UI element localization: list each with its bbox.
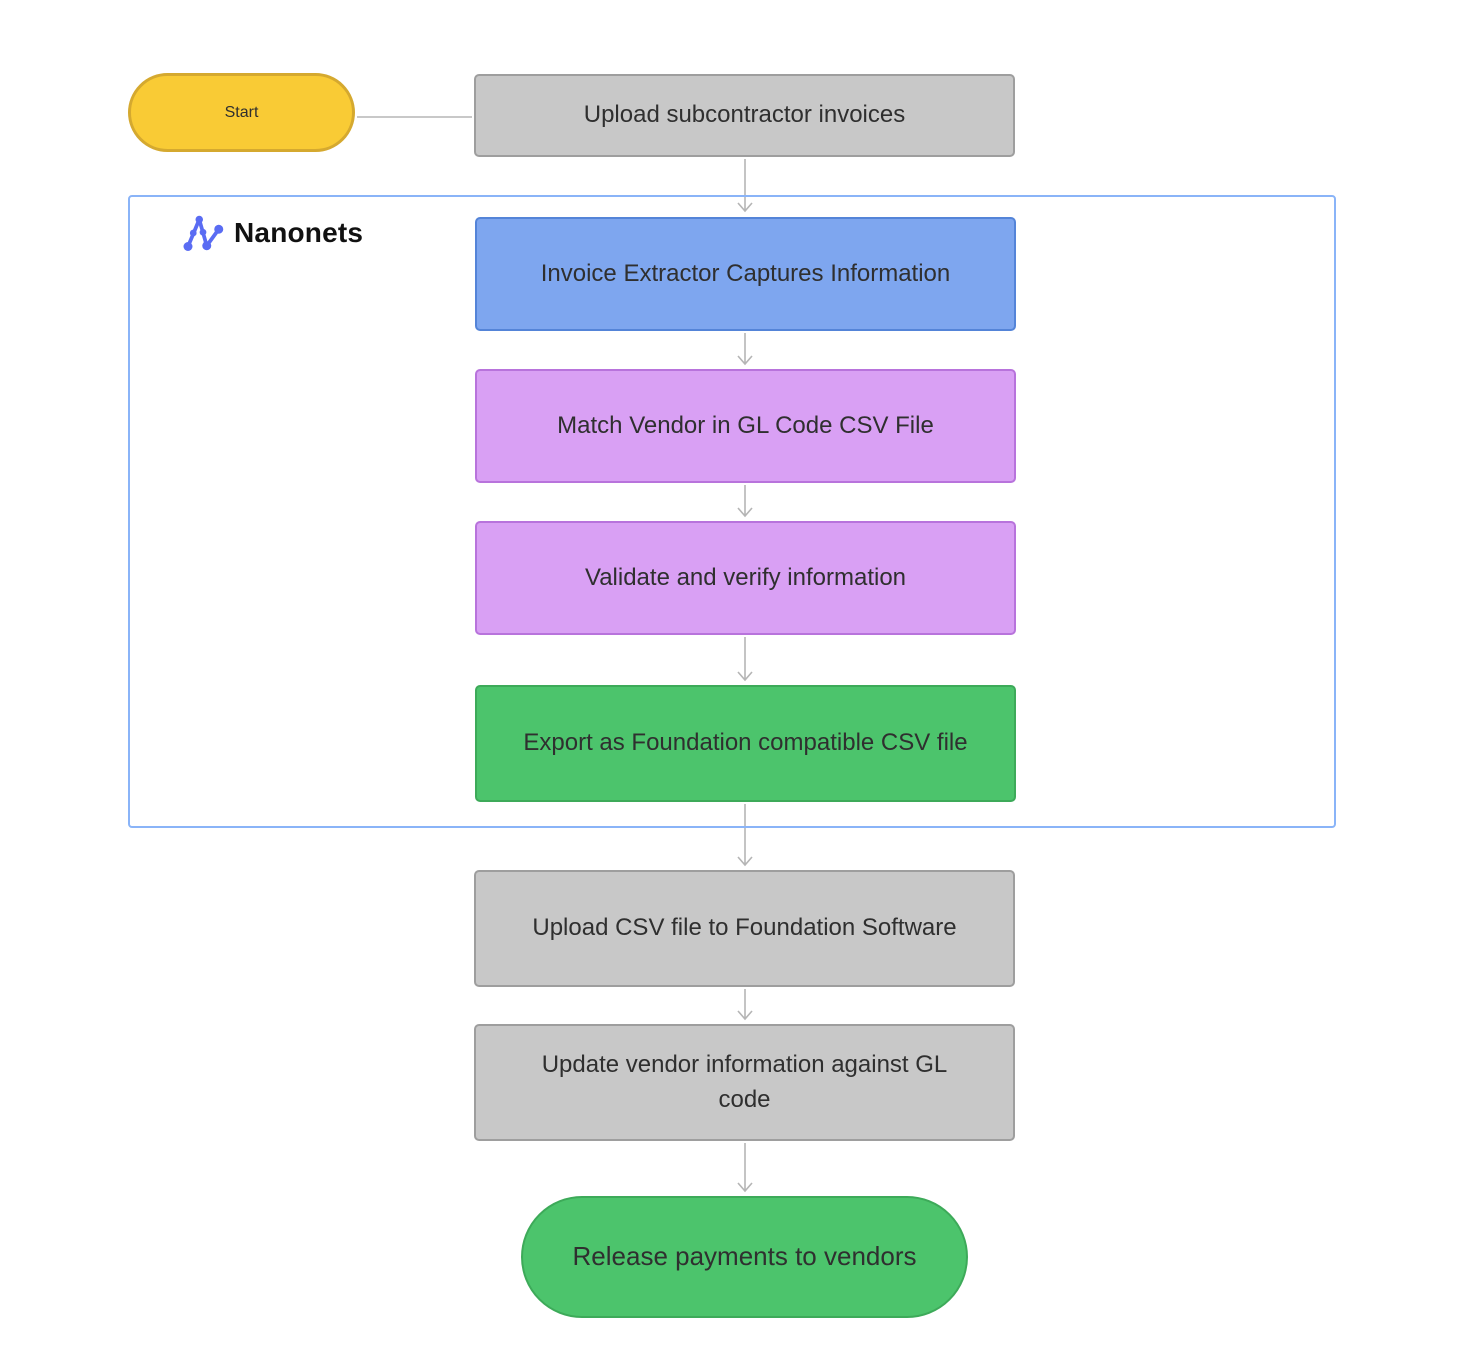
nanonets-brand: Nanonets — [182, 213, 363, 253]
node-upload-csv-label: Upload CSV file to Foundation Software — [532, 914, 957, 942]
node-match-vendor-label: Match Vendor in GL Code CSV File — [557, 411, 934, 439]
flow-node-export-csv: Export as Foundation compatible CSV file — [475, 685, 1016, 802]
brand-name-label: Nanonets — [234, 217, 364, 248]
edge-update-release — [737, 1143, 753, 1193]
node-start-label: Start — [224, 103, 259, 121]
node-update-vendor-label: Update vendor information against GL cod… — [541, 1050, 948, 1113]
node-validate-verify-label: Validate and verify information — [584, 563, 907, 591]
flow-node-invoice-extractor: Invoice Extractor Captures Information — [475, 217, 1016, 331]
node-release-payments-label: Release payments to vendors — [572, 1241, 917, 1272]
edge-uploadcsv-update — [737, 989, 753, 1021]
flow-node-upload-invoices: Upload subcontractor invoices — [474, 74, 1015, 157]
flow-node-validate-verify: Validate and verify information — [475, 521, 1016, 635]
flow-node-upload-csv: Upload CSV file to Foundation Software — [474, 870, 1015, 987]
flow-node-release-payments: Release payments to vendors — [521, 1196, 968, 1318]
flow-node-update-vendor: Update vendor information against GL cod… — [474, 1024, 1015, 1141]
node-upload-invoices-label: Upload subcontractor invoices — [583, 101, 906, 129]
node-invoice-extractor-label: Invoice Extractor Captures Information — [540, 259, 951, 287]
nanonets-group-container: Nanonets — [128, 195, 1336, 828]
flow-node-match-vendor: Match Vendor in GL Code CSV File — [475, 369, 1016, 483]
flow-node-start: Start — [128, 73, 355, 152]
nanonets-logo-icon — [182, 213, 224, 253]
node-export-csv-label: Export as Foundation compatible CSV file — [523, 729, 968, 757]
